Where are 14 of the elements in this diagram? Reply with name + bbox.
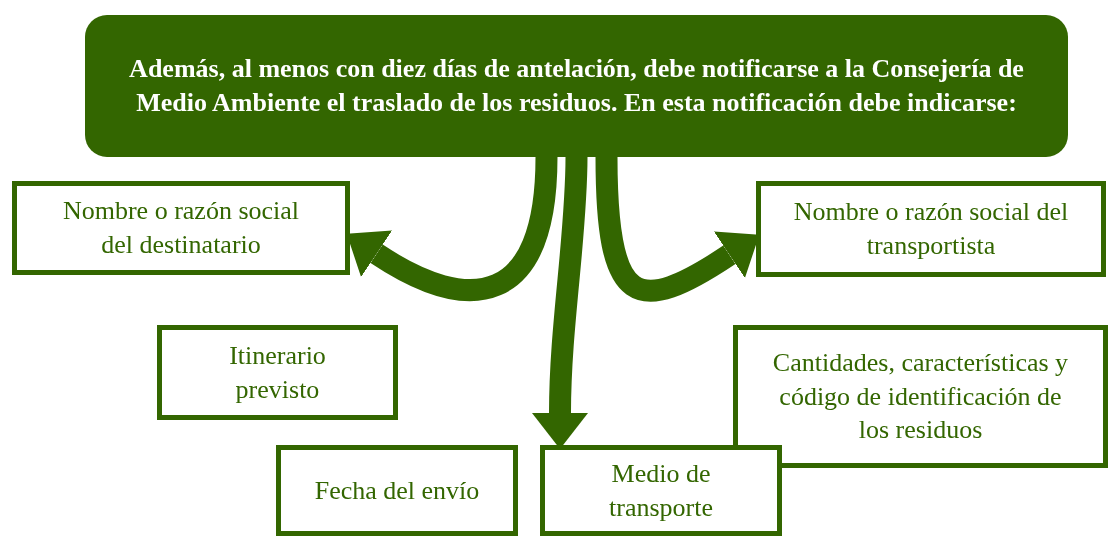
item-text: Cantidades, características y código de identificación de los residuos — [771, 346, 1070, 447]
item-text: Medio de transporte — [608, 457, 714, 524]
item-box — [157, 325, 398, 420]
item-box — [276, 445, 518, 536]
item-box — [12, 181, 350, 275]
header-text: Además, al menos con diez días de antelación, debe notificarse a la Consejería de Medio Ambiente el traslado de los residuos. En esta notificación debe indicarse: — [128, 53, 1025, 119]
item-box — [756, 181, 1106, 277]
item-text: Itinerario previsto — [228, 339, 327, 406]
header-box — [85, 15, 1068, 157]
item-text: Nombre o razón social del transportista — [792, 196, 1070, 262]
item-box — [733, 325, 1108, 468]
item-box — [540, 445, 782, 536]
item-text: Fecha del envío — [314, 474, 480, 507]
item-text: Nombre o razón social del destinatario — [61, 195, 301, 261]
